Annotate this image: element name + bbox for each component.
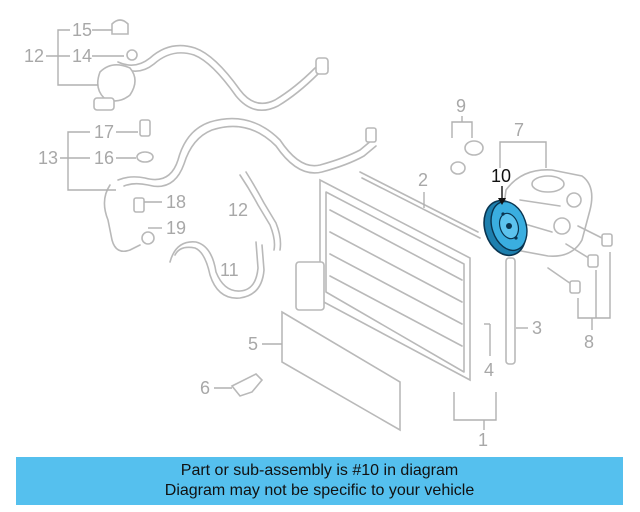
callout-19: 19: [166, 218, 186, 238]
callout-12a: 12: [24, 46, 44, 66]
air-guide: [281, 310, 401, 432]
bracket: [230, 373, 264, 397]
callout-10-group: 10: [491, 166, 511, 205]
callout-16-group: 16: [94, 148, 136, 168]
callout-2: 2: [418, 170, 428, 190]
bolts: [547, 225, 613, 294]
callout-4-group: 4: [484, 323, 494, 380]
callout-18: 18: [166, 192, 186, 212]
o-rings: [450, 140, 484, 175]
callout-18-group: 18: [144, 192, 186, 212]
callout-1-group: 1: [453, 392, 497, 450]
callout-14: 14: [72, 46, 92, 66]
callout-12b-group: 12: [228, 200, 248, 220]
callout-5-group: 5: [248, 334, 282, 354]
parts-diagram: 15 14 12 17 16 13 18 19: [24, 19, 613, 450]
callout-14-group: 14: [72, 46, 124, 66]
callout-6-group: 6: [200, 378, 232, 398]
line-11: [169, 241, 265, 299]
callout-9: 9: [456, 96, 466, 116]
callout-8: 8: [584, 332, 594, 352]
callout-12a-group: 12: [24, 29, 98, 86]
callout-19-group: 19: [148, 218, 186, 238]
banner-line-2: Diagram may not be specific to your vehi…: [164, 482, 475, 499]
callout-6: 6: [200, 378, 210, 398]
callout-4: 4: [484, 360, 494, 380]
banner-line-1: Part or sub-assembly is #10 in diagram: [180, 462, 459, 479]
callout-2-group: 2: [418, 170, 428, 208]
callout-5: 5: [248, 334, 258, 354]
callout-17: 17: [94, 122, 114, 142]
receiver-drier: [505, 257, 516, 365]
clutch-pulley-part-10[interactable]: [477, 195, 533, 261]
callout-3: 3: [532, 318, 542, 338]
callout-7: 7: [514, 120, 524, 140]
callout-16: 16: [94, 148, 114, 168]
callout-1: 1: [478, 430, 488, 450]
info-banner: Part or sub-assembly is #10 in diagram D…: [16, 457, 623, 505]
callout-13: 13: [38, 148, 58, 168]
callout-11-group: 11: [220, 260, 239, 280]
callout-15: 15: [72, 20, 92, 40]
callout-12b: 12: [228, 200, 248, 220]
callout-15-group: 15: [72, 20, 112, 40]
callout-9-group: 9: [451, 96, 473, 138]
hose-12-lower: [239, 171, 282, 251]
condenser: [295, 171, 481, 382]
ac-line-left: [103, 117, 377, 253]
callout-10: 10: [491, 166, 511, 186]
callout-13-group: 13: [38, 131, 116, 191]
callout-8-group: 8: [577, 252, 611, 352]
hose-assembly-upper: [93, 19, 329, 112]
callout-11: 11: [220, 260, 239, 280]
callout-7-group: 7: [499, 120, 547, 168]
callout-17-group: 17: [94, 122, 138, 142]
callout-3-group: 3: [516, 318, 542, 338]
